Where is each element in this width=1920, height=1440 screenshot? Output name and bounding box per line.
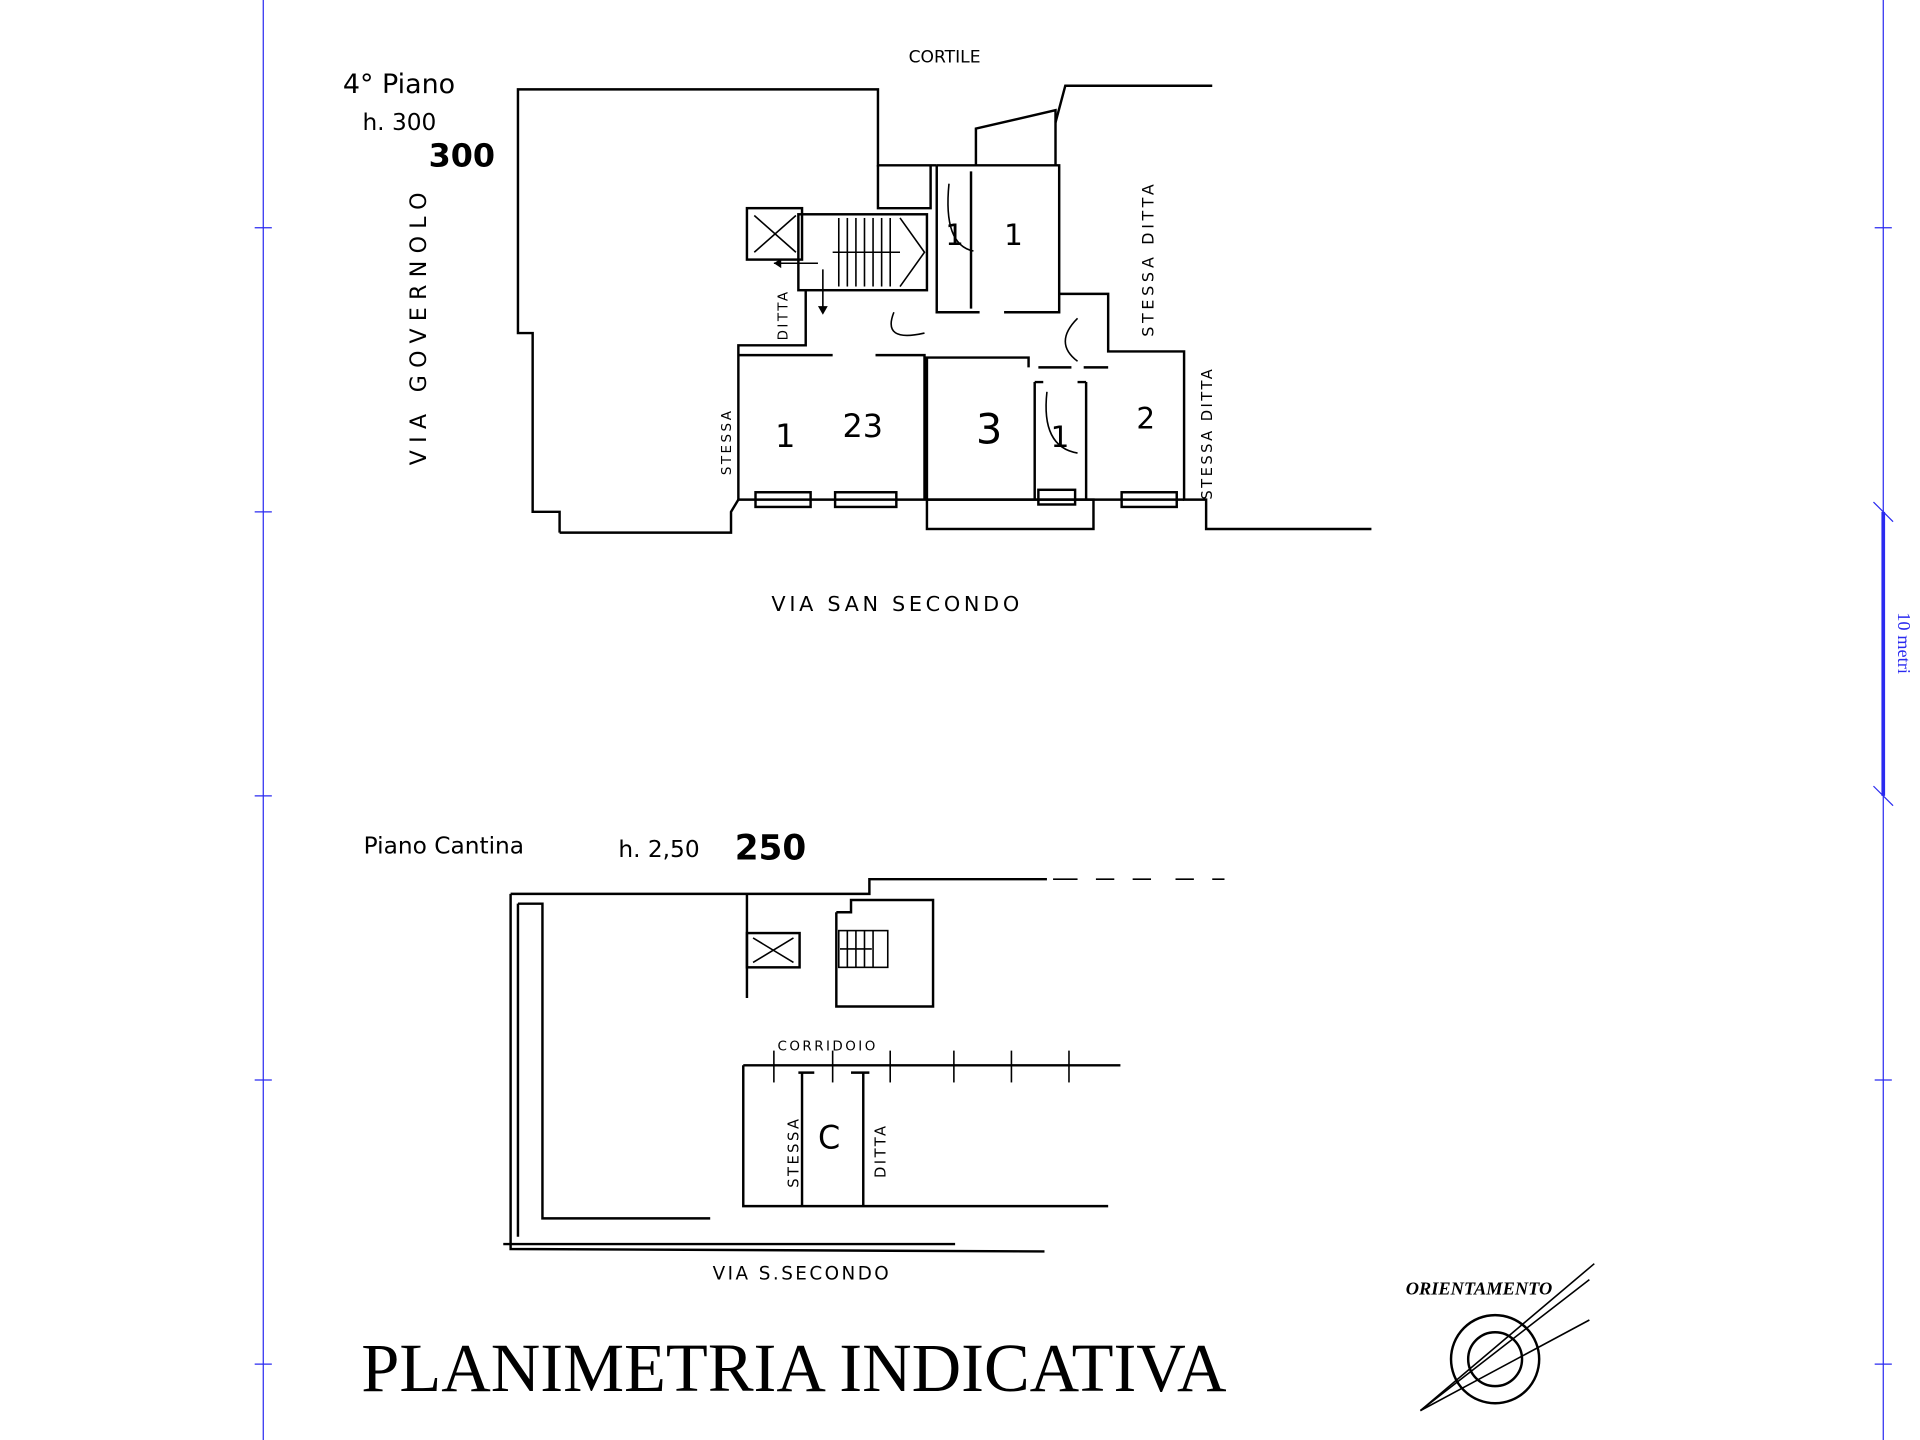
corridor-label: CORRIDOIO (778, 1040, 878, 1055)
basement-street-label: VIA S.SECONDO (713, 1264, 892, 1285)
drawing-title: PLANIMETRIA INDICATIVA (361, 1330, 1227, 1406)
margin-guides (254, 0, 1892, 1440)
neighbor-label-stessa: STESSA (720, 409, 735, 475)
basement-plan: Piano Cantina h. 2,50 250 CORRIDOIO STES… (364, 829, 1225, 1285)
room-number: 1 (1051, 420, 1070, 454)
upper-floor-label: 4° Piano (343, 69, 455, 100)
room-number: 23 (842, 407, 883, 445)
basement-height-label: h. 2,50 (618, 836, 699, 863)
scale-bar: 10 metri (1873, 501, 1914, 807)
basement-floor-label: Piano Cantina (364, 832, 524, 859)
neighbor-label-stessa: STESSA (785, 1117, 802, 1188)
street-left-label: VIA GOVERNOLO (407, 185, 432, 465)
cellar-number: C (818, 1119, 840, 1157)
orientation-label: ORIENTAMENTO (1406, 1278, 1553, 1298)
room-number: 3 (976, 404, 1002, 453)
windows (754, 488, 1178, 509)
basement-height-value: 250 (735, 829, 807, 869)
neighbor-label-far-right: STESSA DITTA (1199, 367, 1216, 500)
room-number: 1 (945, 218, 964, 252)
neighbor-label-ditta: DITTA (872, 1123, 889, 1177)
neighbor-label-ditta: DITTA (776, 289, 791, 340)
neighbor-label-right: STESSA DITTA (1138, 181, 1157, 337)
room-number: 2 (1136, 402, 1155, 436)
door-swings (890, 183, 1079, 454)
courtyard-label: CORTILE (909, 47, 981, 67)
upper-floor-plan: 4° Piano h. 300 300 VIA GOVERNOLO CORTIL… (343, 47, 1372, 616)
upper-height-label: h. 300 (362, 109, 436, 136)
scale-bar-label: 10 metri (1894, 612, 1914, 674)
room-number: 1 (775, 417, 795, 455)
upper-height-value: 300 (429, 137, 495, 175)
street-bottom-label: VIA SAN SECONDO (771, 592, 1022, 616)
stair-treads (832, 217, 926, 287)
room-number: 1 (1004, 218, 1023, 252)
orientation-compass: ORIENTAMENTO (1406, 1263, 1595, 1412)
